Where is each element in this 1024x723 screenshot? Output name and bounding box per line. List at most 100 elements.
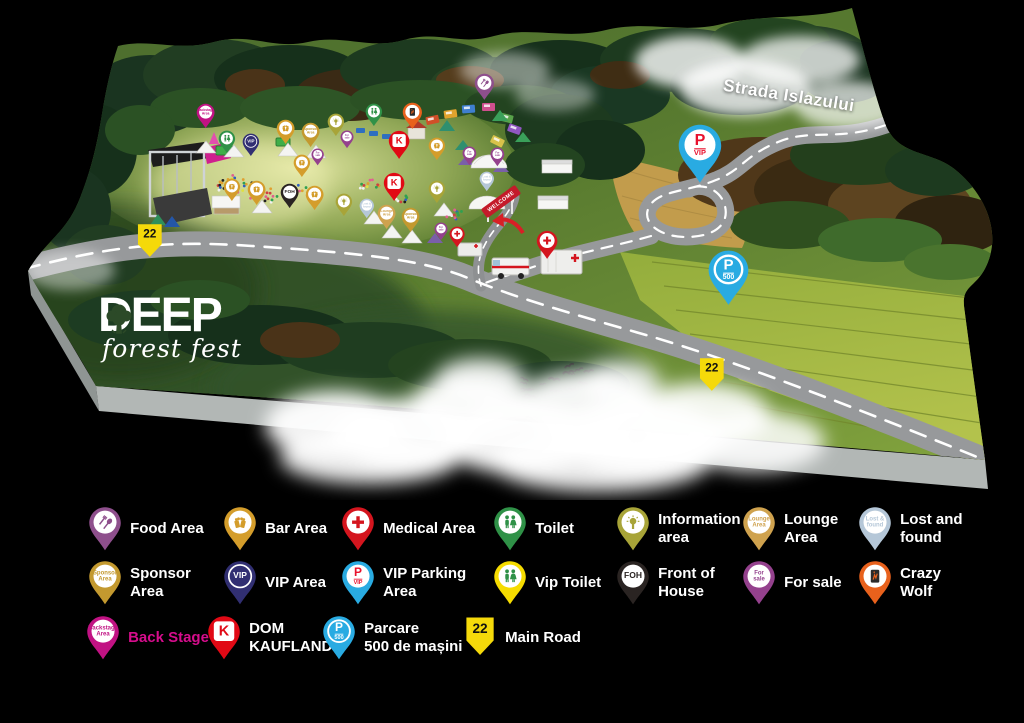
bar-pin (247, 180, 266, 206)
info-pin (428, 180, 446, 204)
clouds-bottom (265, 358, 825, 492)
legend-label: Lost and found (900, 511, 963, 546)
legend-label: DOM KAUFLAND (249, 620, 333, 655)
pin-text: VIP (233, 570, 247, 581)
kaufland-pin: K (388, 130, 410, 160)
pin-text: FOH (284, 189, 296, 195)
foh-pin: FOH (616, 560, 650, 606)
people-icon (505, 515, 517, 529)
lostfound-pin: Lost &found (858, 506, 892, 552)
pin-text: sale (344, 136, 350, 140)
bar-pin-shape (224, 507, 256, 551)
lostfound-pin-shape (859, 507, 891, 551)
utensils-icon (480, 78, 489, 88)
bar-pin (293, 154, 311, 178)
pin-text: For (494, 151, 500, 154)
people-icon (371, 107, 378, 115)
pin-text: Area (752, 522, 766, 529)
toilet-pin (365, 103, 383, 127)
pin-text: Lost & (865, 516, 885, 523)
legend-label: Information area (658, 511, 741, 546)
bar-pin-shape (293, 154, 311, 177)
pin-text: Lost & (482, 175, 492, 178)
toilet-pin-shape (365, 103, 383, 126)
foh-pin-shape (617, 561, 649, 605)
parcare-pin-shape (708, 250, 748, 305)
toilet-pin-shape (218, 130, 236, 153)
route-22-badge: 22 (135, 222, 165, 262)
legend-label: Lounge Area (784, 511, 839, 546)
forsale-pin-shape (311, 148, 325, 165)
pavilions (211, 159, 573, 215)
tree-icon (106, 304, 132, 334)
bar-pin-shape (223, 178, 241, 201)
pin-text: sale (466, 152, 472, 156)
bar-pin (276, 119, 295, 145)
food-pin-shape (474, 73, 494, 101)
mainroad-pin-shape (700, 358, 724, 391)
beer-icon (229, 183, 235, 190)
beer-icon (282, 125, 290, 132)
viptoilet-pin (493, 560, 527, 606)
pin-text: VIP (353, 579, 363, 586)
legend-item-info: Information area (616, 506, 741, 552)
toilet-pin-shape (494, 507, 526, 551)
food-trucks (425, 103, 522, 148)
bar-pin (223, 506, 257, 552)
crazywolf-pin (402, 102, 423, 130)
festival-logo: DEEP forest fest (98, 292, 242, 362)
legend-label: Back Stage (128, 629, 209, 647)
pin-text: sale (315, 153, 321, 157)
info-pin (616, 506, 650, 552)
pin-text: found (363, 204, 371, 208)
vip-pin-shape (242, 133, 260, 156)
lostfound-pin-shape (479, 171, 495, 191)
vipparking-pin-shape (342, 561, 374, 605)
legend-label: Medical Area (383, 520, 476, 538)
bar-pin-shape (428, 137, 446, 160)
info-tree-icon (626, 515, 640, 530)
pin-text: found (483, 177, 491, 181)
cross-icon (454, 231, 460, 237)
pin-text: Lost & (362, 202, 372, 205)
beer-icon (253, 186, 261, 193)
toilet-pin (218, 130, 236, 154)
pin-text: Area (96, 631, 110, 638)
cross-icon (352, 516, 364, 529)
pin-text: For (345, 134, 349, 137)
legend-item-medical: Medical Area (341, 506, 475, 552)
viptoilet-pin-shape (494, 561, 526, 605)
pin-text: Sponsor (304, 127, 318, 131)
pin-text: For (439, 226, 443, 229)
legend-item-food: Food Area (88, 506, 204, 552)
mainroad-pin-shape (138, 224, 162, 257)
kaufland-pin-shape (383, 173, 405, 202)
pin-text: For (466, 150, 472, 153)
beer-icon (434, 142, 440, 149)
legend-label: Crazy Wolf (900, 565, 941, 600)
kaufland-pin-shape (208, 616, 240, 660)
pin-text: Backstage (197, 108, 215, 112)
bar-pin-shape (277, 119, 295, 144)
legend-item-toilet: Toilet (493, 506, 574, 552)
legend-label: Sponsor Area (130, 565, 191, 600)
pin-text: Area (383, 212, 391, 217)
pin-text: Sponsor (404, 212, 418, 216)
pin-text: P (335, 620, 344, 634)
bar-pin (223, 178, 241, 202)
beer-icon (234, 517, 246, 528)
backstage-pin-shape (197, 103, 215, 128)
pin-text: 22 (472, 621, 488, 637)
foh-pin: FOH (280, 183, 299, 209)
